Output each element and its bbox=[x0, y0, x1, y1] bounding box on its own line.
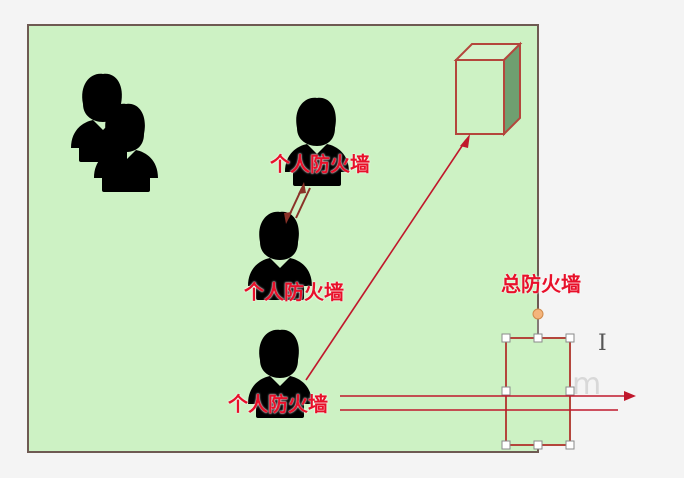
main-firewall-box[interactable] bbox=[501, 308, 575, 450]
peer-connection-arrow bbox=[284, 182, 311, 224]
personal-firewall-label: 个人防火墙 bbox=[228, 392, 328, 416]
main-firewall-label: 总防火墙 bbox=[501, 272, 581, 296]
server-connection-arrow bbox=[305, 134, 470, 381]
text-cursor-icon: I bbox=[598, 331, 607, 356]
personal-firewall-label: 个人防火墙 bbox=[270, 152, 370, 176]
ghost-text-artifact: m bbox=[572, 367, 601, 402]
personal-firewall-label: 个人防火墙 bbox=[244, 280, 344, 304]
server-icon bbox=[453, 41, 523, 137]
external-connection-lines bbox=[340, 391, 636, 411]
